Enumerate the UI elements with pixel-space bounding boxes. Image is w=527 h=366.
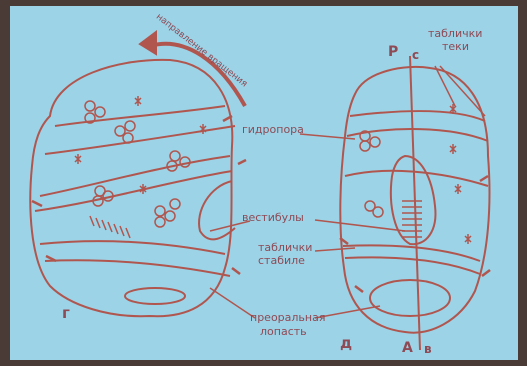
leader-hydropore [300,134,355,139]
top-plates-label-1: таблички [428,28,482,40]
leader-preoral [210,288,255,318]
axis-bottom-letter: А [402,340,413,356]
left-band-5 [40,241,225,254]
left-band-2 [45,126,235,154]
preoral-label-1: преоральная [250,312,325,324]
right-preoral-lobe [370,280,450,316]
body-axis [410,56,420,350]
right-band-3 [345,171,488,186]
left-preoral-lobe [125,288,185,304]
right-figure-letter: д [340,334,352,352]
hydropore-label: гидропора [242,124,304,136]
leader-stable-plates [315,248,355,251]
left-larva-outline [30,60,232,316]
left-vestibule [199,181,235,239]
axis-top-right-letter: с [412,48,419,62]
vestibules-label: вестибулы [242,212,304,224]
top-plates-label-2: теки [442,41,469,53]
preoral-label-2: лопасть [260,326,307,338]
left-band-1 [55,106,225,126]
stable-plates-label-1: таблички [258,242,312,254]
left-band-6 [45,260,230,276]
left-figure-letter: г [62,304,70,322]
stable-plates-label-2: стабиле [258,255,305,267]
diagram-drawing [10,6,518,360]
right-band-5 [345,257,480,274]
right-band-1 [350,111,485,121]
slide: направление вращения гидропора вестибулы… [10,6,518,360]
axis-top-letter: Р [388,44,398,60]
axis-bottom-right-letter: в [424,342,432,356]
